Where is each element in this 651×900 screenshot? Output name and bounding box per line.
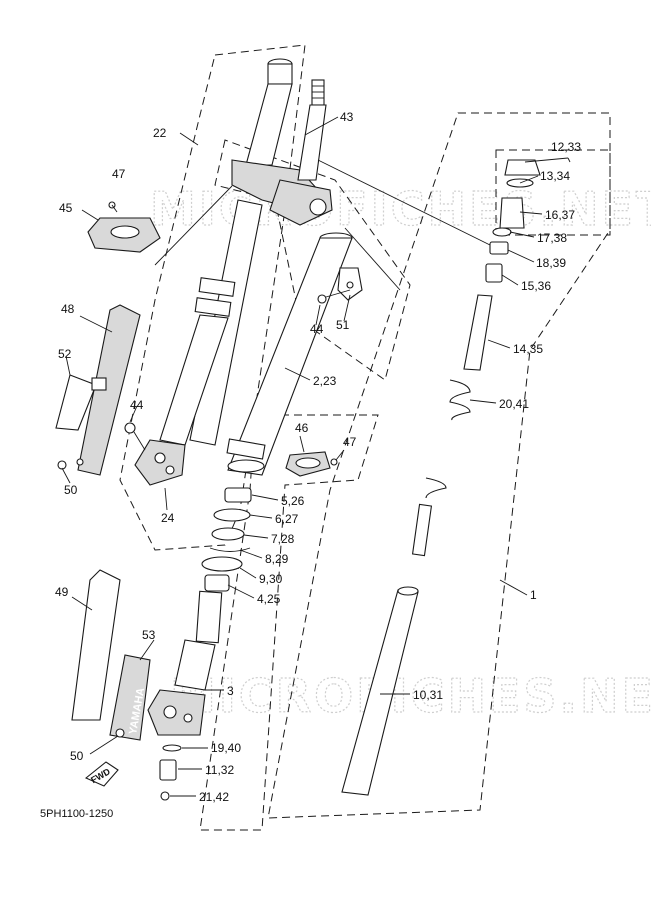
callout-45: 45: [59, 201, 73, 215]
callout-8-29: 8,29: [265, 552, 289, 566]
callout-10-31: 10,31: [413, 688, 443, 702]
callout-21-42: 21,42: [199, 790, 229, 804]
callout-15-36: 15,36: [521, 279, 551, 293]
callout-52: 52: [58, 347, 72, 361]
callout-7-28: 7,28: [271, 532, 295, 546]
callout-2-23: 2,23: [313, 374, 337, 388]
fork-clamp-upper: [87, 201, 161, 253]
callout-47-lower: 47: [343, 435, 357, 449]
callout-labels: 22 43 12,33 13,34 16,37 17,38 18,39 15,3…: [55, 110, 581, 804]
callout-4-25: 4,25: [257, 592, 281, 606]
bolt-upper: [317, 289, 351, 304]
callout-50-upper: 50: [64, 483, 78, 497]
callout-51: 51: [336, 318, 350, 332]
callout-46: 46: [295, 421, 309, 435]
watermark-top: MICROFICHES.NET: [150, 182, 651, 236]
seal-stack: [201, 487, 252, 592]
fwd-arrow: FWD: [84, 761, 119, 787]
callout-22: 22: [153, 126, 167, 140]
watermark-bottom: MICROFICHES.NET: [170, 669, 651, 723]
callout-48: 48: [61, 302, 75, 316]
callout-44-left: 44: [130, 398, 144, 412]
callout-11-32: 11,32: [205, 763, 234, 777]
callout-50-lower: 50: [70, 749, 84, 763]
callout-6-27: 6,27: [275, 512, 299, 526]
steering-stem: [269, 79, 333, 226]
fork-clamp-lower: [285, 451, 338, 477]
leader-lines: [61, 116, 571, 797]
callout-18-39: 18,39: [536, 256, 566, 270]
fork-guard-upper: [55, 304, 141, 476]
callout-43: 43: [340, 110, 354, 124]
bolt-left: [124, 422, 146, 451]
callout-16-37: 16,37: [545, 208, 575, 222]
callout-12-33: 12,33: [551, 140, 581, 154]
callout-14-35: 14,35: [513, 342, 543, 356]
diagram-code: 5PH1100-1250: [40, 808, 113, 820]
callout-24: 24: [161, 511, 175, 525]
callout-5-26: 5,26: [281, 494, 305, 508]
callout-3: 3: [227, 684, 234, 698]
callout-47-upper: 47: [112, 167, 126, 181]
callout-13-34: 13,34: [540, 169, 570, 183]
group-outlines: [119, 44, 611, 831]
callout-19-40: 19,40: [211, 741, 241, 755]
outer-tube-lower: [147, 590, 223, 736]
damper-cartridge: [341, 159, 541, 796]
callout-9-30: 9,30: [259, 572, 283, 586]
callout-53: 53: [142, 628, 156, 642]
base-parts: [159, 744, 182, 801]
callout-20-41: 20,41: [499, 397, 529, 411]
callout-17-38: 17,38: [537, 231, 567, 245]
outer-fork-tube: [134, 58, 319, 486]
callout-49: 49: [55, 585, 69, 599]
callout-44-bracket: 44: [310, 322, 324, 336]
fork-guard-lower: YAMAHA: [71, 569, 151, 741]
callout-1: 1: [530, 588, 537, 602]
